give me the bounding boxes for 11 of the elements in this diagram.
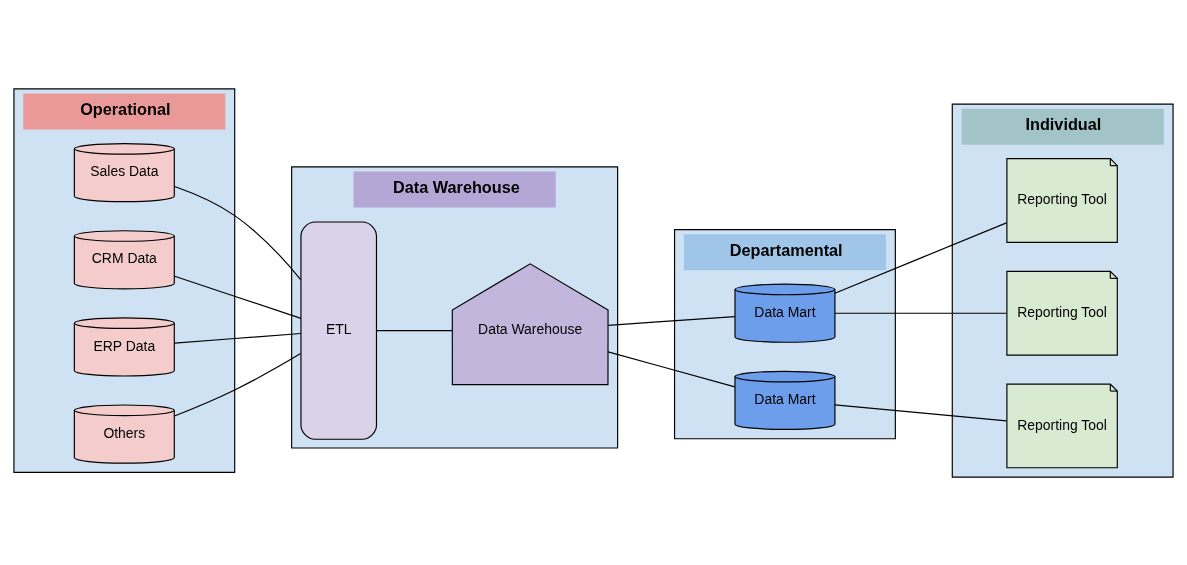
connector [174, 185, 302, 280]
connector [834, 312, 1008, 314]
connector [834, 221, 1008, 294]
connector [174, 332, 302, 344]
connector [607, 350, 736, 387]
node-box: ETL [300, 220, 378, 440]
connector [376, 329, 453, 331]
connector [174, 275, 302, 319]
connector [834, 403, 1008, 421]
connector [607, 315, 736, 326]
connector [173, 352, 302, 416]
